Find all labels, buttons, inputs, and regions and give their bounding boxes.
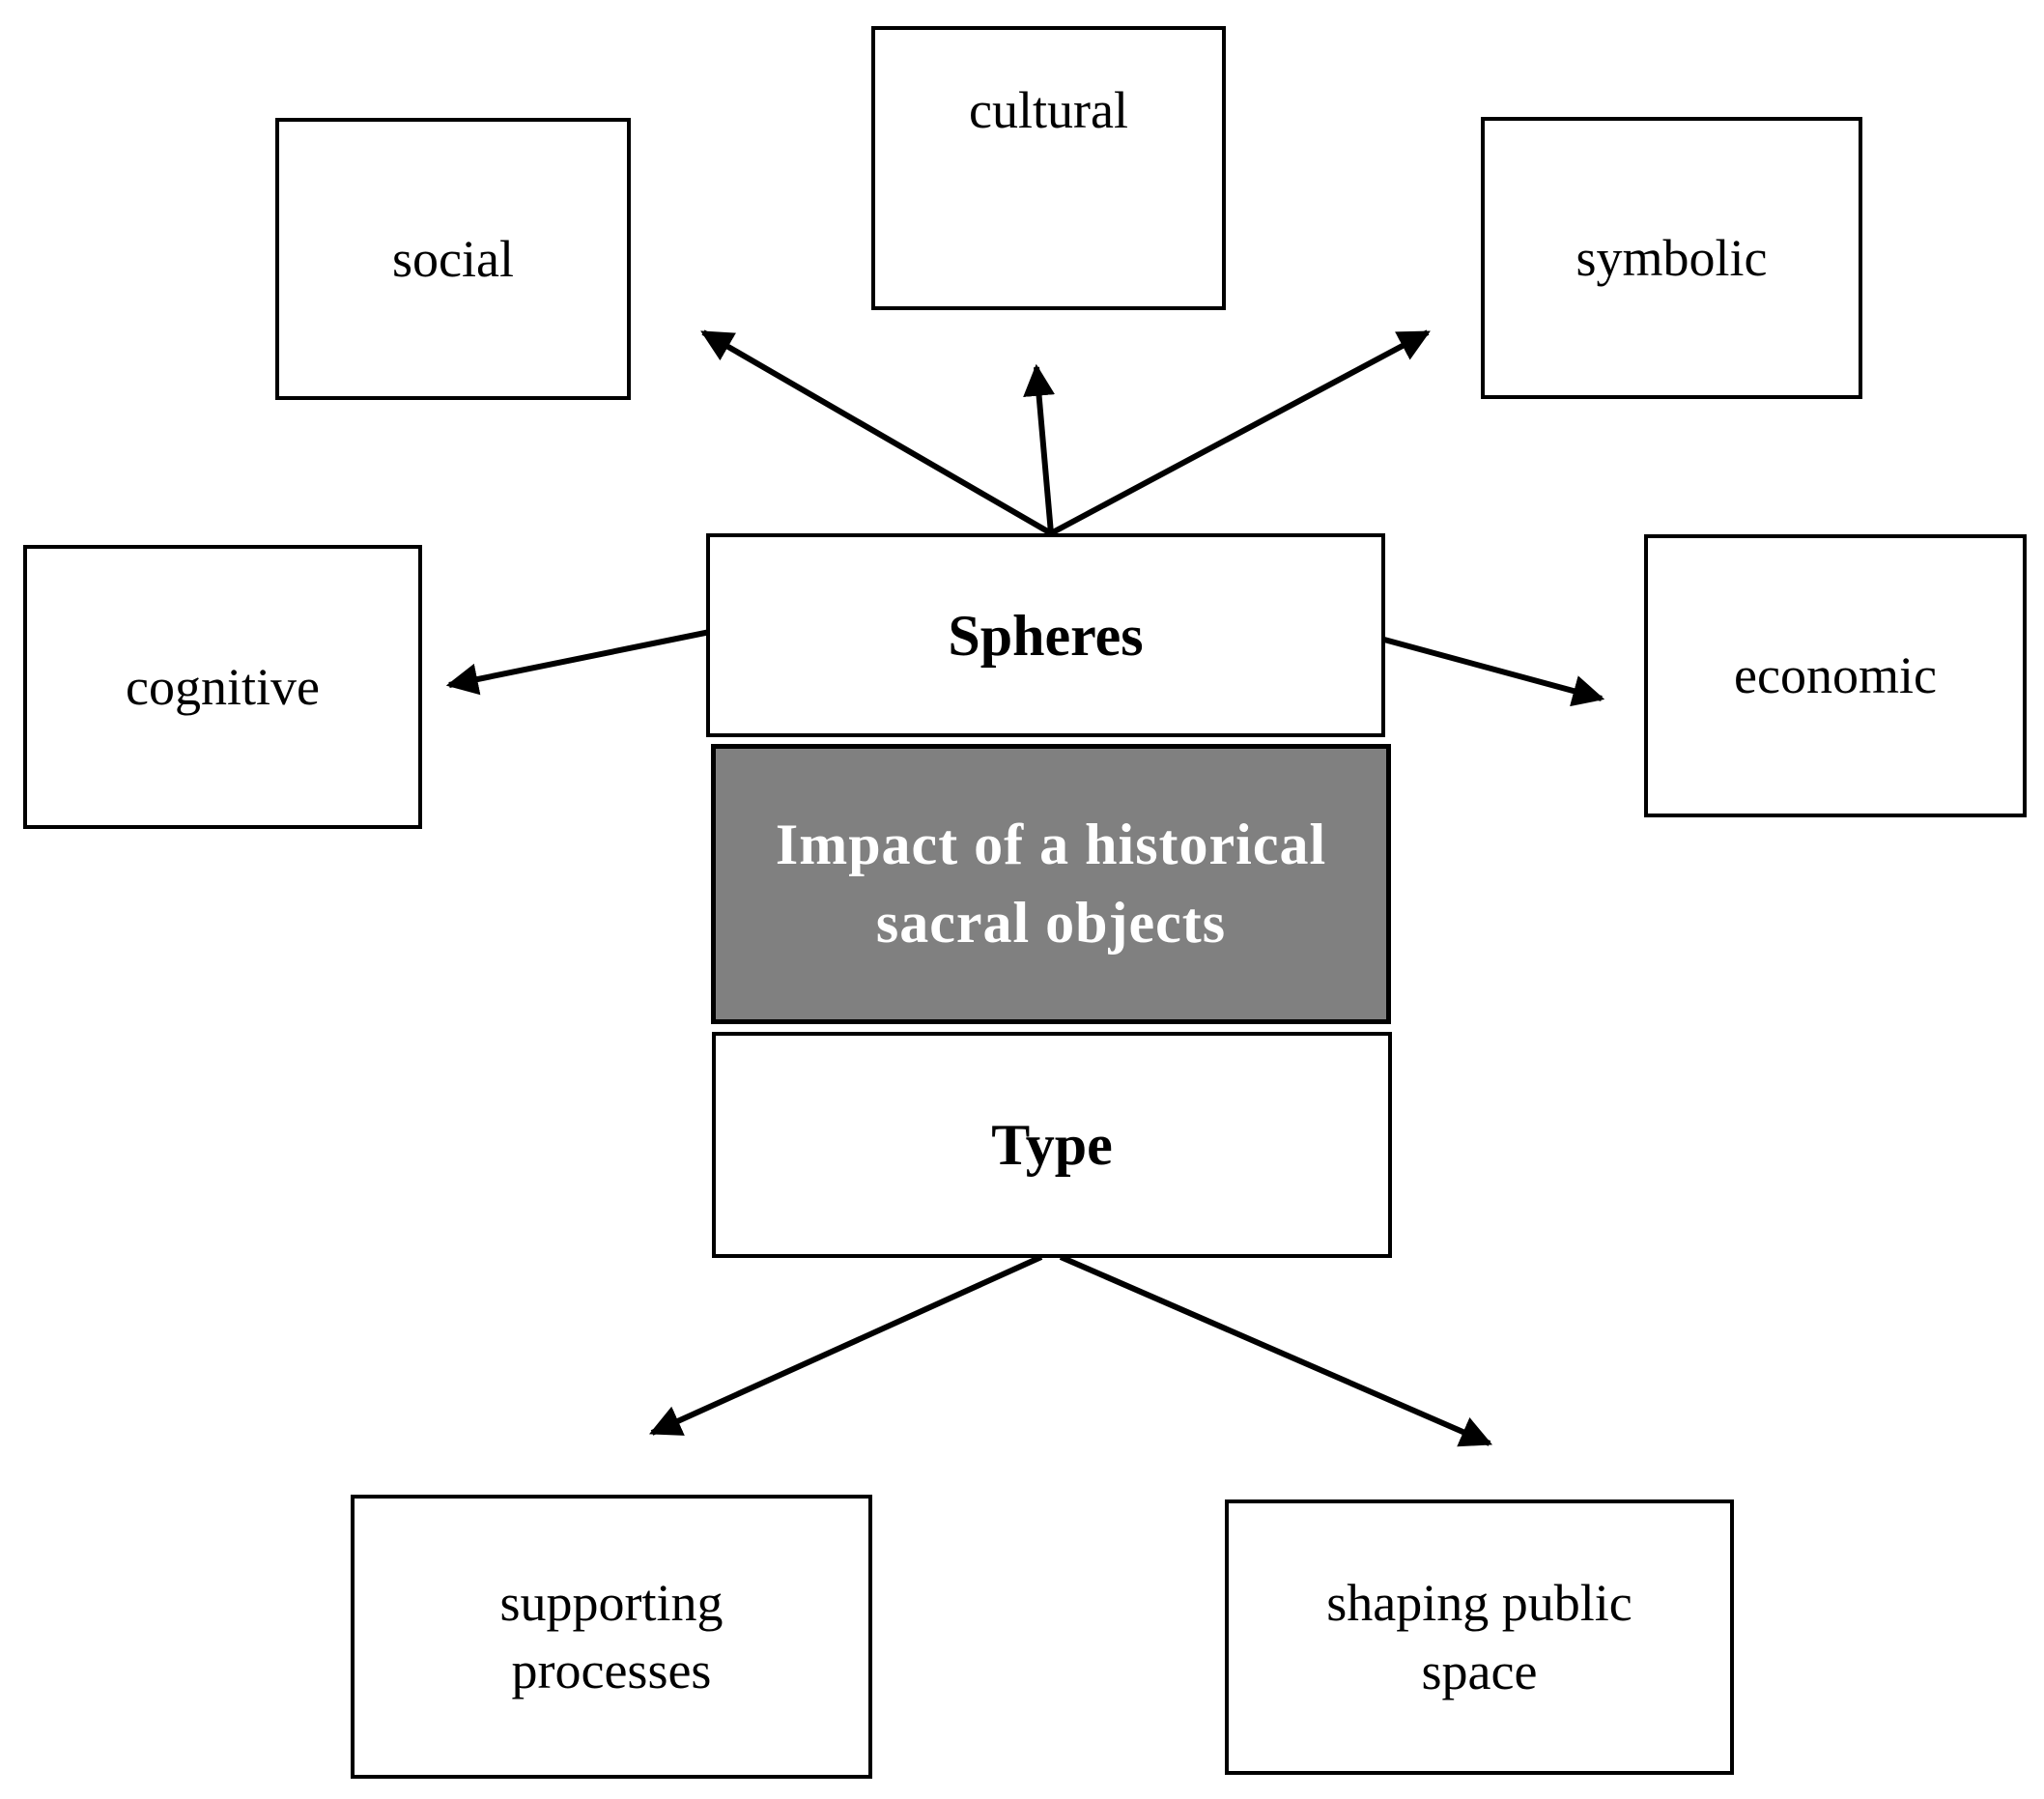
cognitive-box: cognitive bbox=[23, 545, 422, 829]
cultural-box: cultural bbox=[871, 26, 1226, 310]
spheres-box: Spheres bbox=[706, 533, 1385, 737]
arrow-spheres-to-symbolic bbox=[1049, 329, 1431, 536]
type-box: Type bbox=[712, 1032, 1392, 1258]
shaping-public-space-box: shaping public space bbox=[1225, 1499, 1734, 1775]
impact-center-box: Impact of a historical sacral objects bbox=[711, 744, 1391, 1024]
arrow-spheres-to-social bbox=[700, 329, 1053, 536]
supporting-processes-box: supporting processes bbox=[351, 1495, 872, 1779]
social-box: social bbox=[275, 118, 631, 400]
arrow-spheres-to-economic bbox=[1383, 637, 1605, 707]
arrow-type-to-shaping bbox=[1059, 1254, 1493, 1447]
arrow-spheres-to-cognitive bbox=[445, 629, 711, 696]
symbolic-box: symbolic bbox=[1481, 117, 1862, 399]
economic-box: economic bbox=[1644, 534, 2027, 817]
arrow-spheres-to-cultural bbox=[1023, 363, 1056, 534]
arrow-type-to-supporting bbox=[648, 1254, 1043, 1436]
